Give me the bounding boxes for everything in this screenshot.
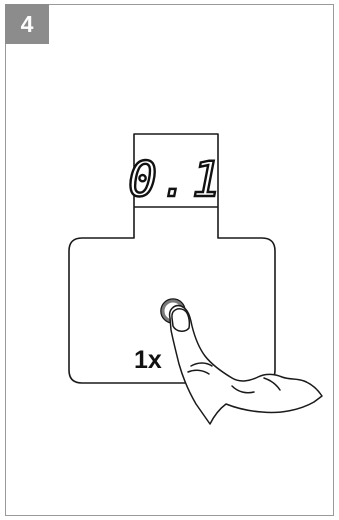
display-reading: 0.1: [128, 152, 224, 208]
seven-segment-display-icon: 0.1: [128, 152, 224, 208]
press-count-label: 1x: [134, 346, 162, 374]
